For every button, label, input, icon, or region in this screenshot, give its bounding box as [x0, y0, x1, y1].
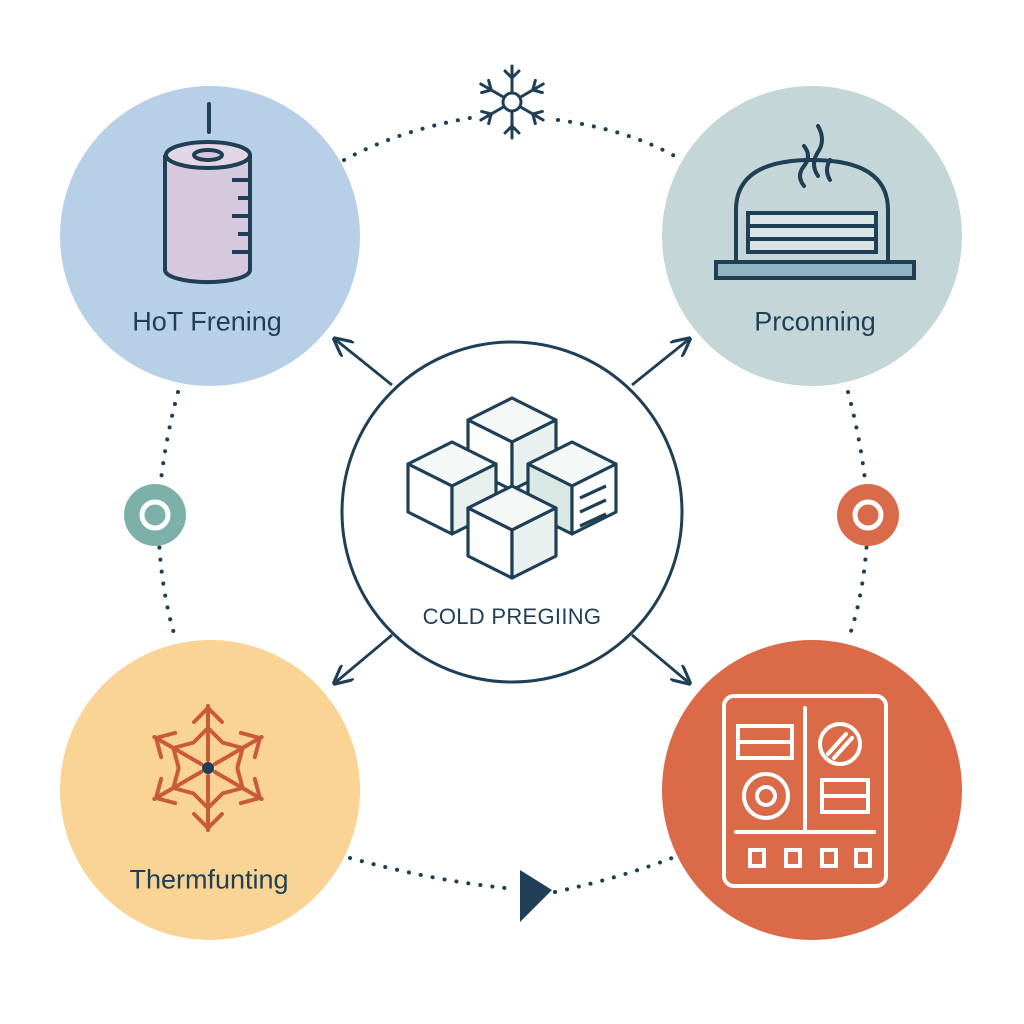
bottom-play-arrow-icon	[520, 870, 552, 922]
node-center	[340, 340, 684, 684]
connector-left	[155, 390, 180, 642]
ice-cubes-icon	[406, 396, 618, 580]
connector-top-right	[556, 118, 680, 160]
connector-top-left	[342, 116, 472, 162]
arrow-to-top-left	[336, 340, 393, 387]
center-arrows	[336, 340, 688, 682]
node-top-left-label: HoT Frening	[132, 306, 282, 337]
left-marker	[124, 484, 186, 546]
node-top-left	[60, 86, 360, 386]
node-top-right-label: Prconning	[754, 306, 876, 337]
arrow-to-top-right	[631, 340, 688, 387]
node-bottom-right	[662, 640, 962, 940]
node-top-right	[662, 86, 962, 386]
control-panel-icon	[722, 694, 888, 888]
oven-steam-icon	[714, 124, 916, 280]
top-snowflake-icon	[479, 64, 545, 140]
snowflake-icon	[152, 704, 264, 832]
right-marker	[837, 484, 899, 546]
cylinder-gauge-icon	[163, 140, 252, 285]
connector-right	[846, 390, 871, 642]
cycle-connectors	[155, 116, 871, 894]
arrow-to-bottom-right	[631, 633, 688, 682]
arrow-to-bottom-left	[336, 633, 393, 682]
connector-bottom-right	[553, 856, 674, 894]
node-bottom-left	[60, 640, 360, 940]
node-bottom-left-label: Thermfunting	[129, 864, 289, 895]
connector-bottom-left	[348, 856, 507, 890]
node-center-label: COLD PREGIING	[422, 604, 602, 629]
